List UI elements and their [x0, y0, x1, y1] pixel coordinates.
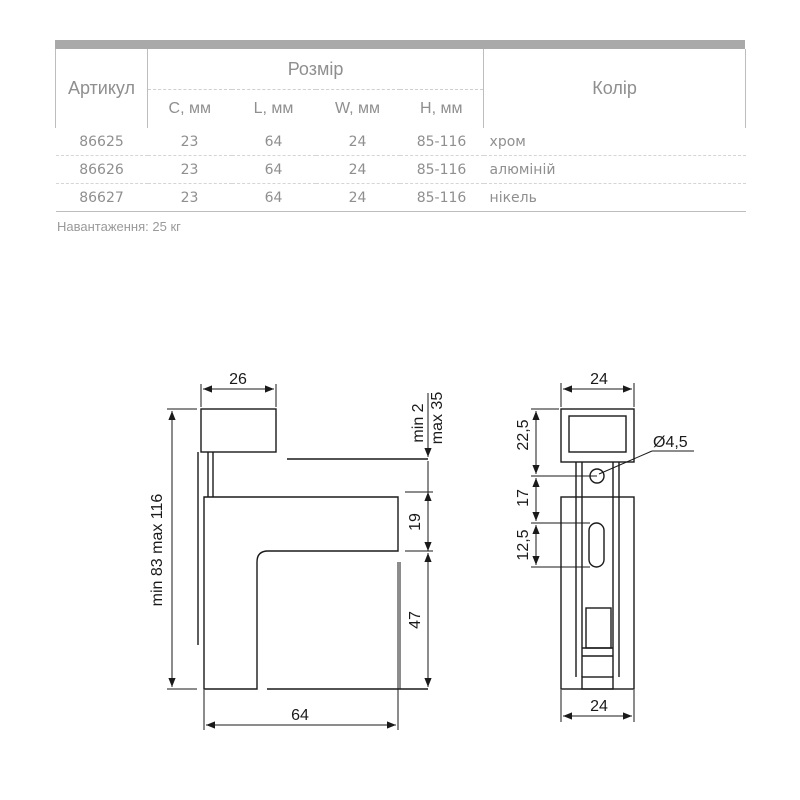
- cell-article: 86626: [55, 155, 148, 184]
- dim-lower-height: 47: [407, 611, 424, 629]
- cell-c: 23: [147, 155, 232, 184]
- cell-h: 85-116: [399, 128, 484, 156]
- front-body: [560, 496, 635, 690]
- subheader-h: H, мм: [420, 100, 463, 117]
- lower-body: [203, 496, 399, 690]
- dim-top-width: 26: [229, 371, 247, 388]
- spec-table: Артикул Розмір Колір C, мм L, мм W, мм H…: [55, 40, 747, 212]
- dim-front-top: 22,5: [515, 419, 532, 450]
- dim-front-slot: 12,5: [515, 529, 532, 560]
- header-size: Розмір: [147, 49, 484, 90]
- table-row: 86627 23 64 24 85-116 нікель: [55, 183, 746, 212]
- subheader-l: L, мм: [253, 100, 294, 117]
- front-view: [531, 383, 694, 722]
- cell-w: 24: [315, 183, 400, 212]
- cell-l: 64: [231, 183, 316, 212]
- header-color: Колір: [483, 49, 747, 128]
- table-row: 86625 23 64 24 85-116 хром: [55, 128, 746, 156]
- cell-l: 64: [231, 128, 316, 156]
- cell-article: 86627: [55, 183, 148, 212]
- dim-front-top-width: 24: [590, 371, 608, 388]
- cell-c: 23: [147, 128, 232, 156]
- cell-h: 85-116: [399, 183, 484, 212]
- dim-gap-max: max 35: [429, 392, 446, 445]
- dim-front-mid: 17: [515, 489, 532, 507]
- cell-w: 24: [315, 155, 400, 184]
- cell-l: 64: [231, 155, 316, 184]
- table-row: 86626 23 64 24 85-116 алюміній: [55, 155, 746, 184]
- dim-gap-min: min 2: [410, 403, 427, 442]
- cell-h: 85-116: [399, 155, 484, 184]
- top-clamp-block: [200, 408, 277, 453]
- cell-w: 24: [315, 128, 400, 156]
- dim-thickness: 19: [407, 513, 424, 531]
- dim-front-bottom-width: 24: [590, 698, 608, 715]
- load-note: Навантаження: 25 кг: [57, 219, 181, 234]
- side-view: [167, 384, 433, 730]
- cell-c: 23: [147, 183, 232, 212]
- subheader-c: C, мм: [168, 100, 211, 117]
- dim-height-range: min 83 max 116: [149, 494, 166, 607]
- dim-length: 64: [291, 707, 309, 724]
- cell-article: 86625: [55, 128, 148, 156]
- cell-color: хром: [483, 128, 746, 156]
- header-article: Артикул: [55, 49, 148, 128]
- cell-color: нікель: [483, 183, 746, 212]
- adjustment-slot: [588, 522, 605, 568]
- front-top-clamp: [560, 408, 635, 463]
- product-table: Артикул Розмір Колір C, мм L, мм W, мм H…: [55, 49, 747, 212]
- subheader-w: W, мм: [334, 100, 381, 117]
- dim-hole-diameter: Ø4,5: [653, 434, 688, 451]
- table-top-bar: [55, 40, 745, 49]
- cell-color: алюміній: [483, 155, 746, 184]
